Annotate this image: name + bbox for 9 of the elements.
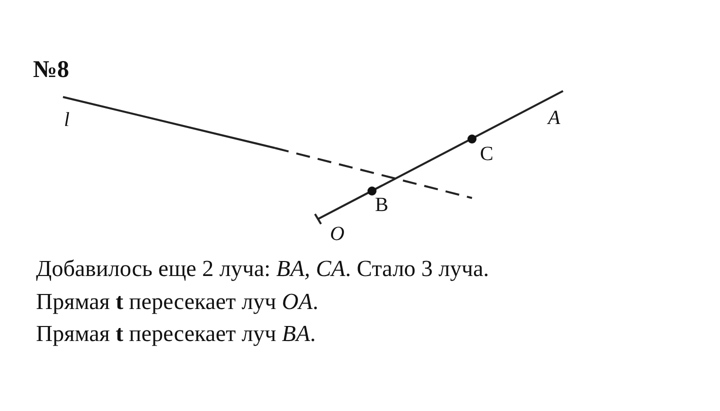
point-label: C [480, 144, 494, 164]
answer-sentence: Прямая t пересекает луч BA. [36, 322, 316, 345]
answer-sentence: Прямая t пересекает луч OA. [36, 290, 318, 313]
line-label: l [64, 110, 70, 130]
point-label: B [375, 195, 388, 215]
point-label: O [330, 224, 344, 244]
answer-sentence: Добавилось еще 2 луча: BA, CA. Стало 3 луча. [36, 257, 490, 280]
problem-number: №8 [33, 58, 70, 82]
point-label: A [548, 108, 560, 128]
